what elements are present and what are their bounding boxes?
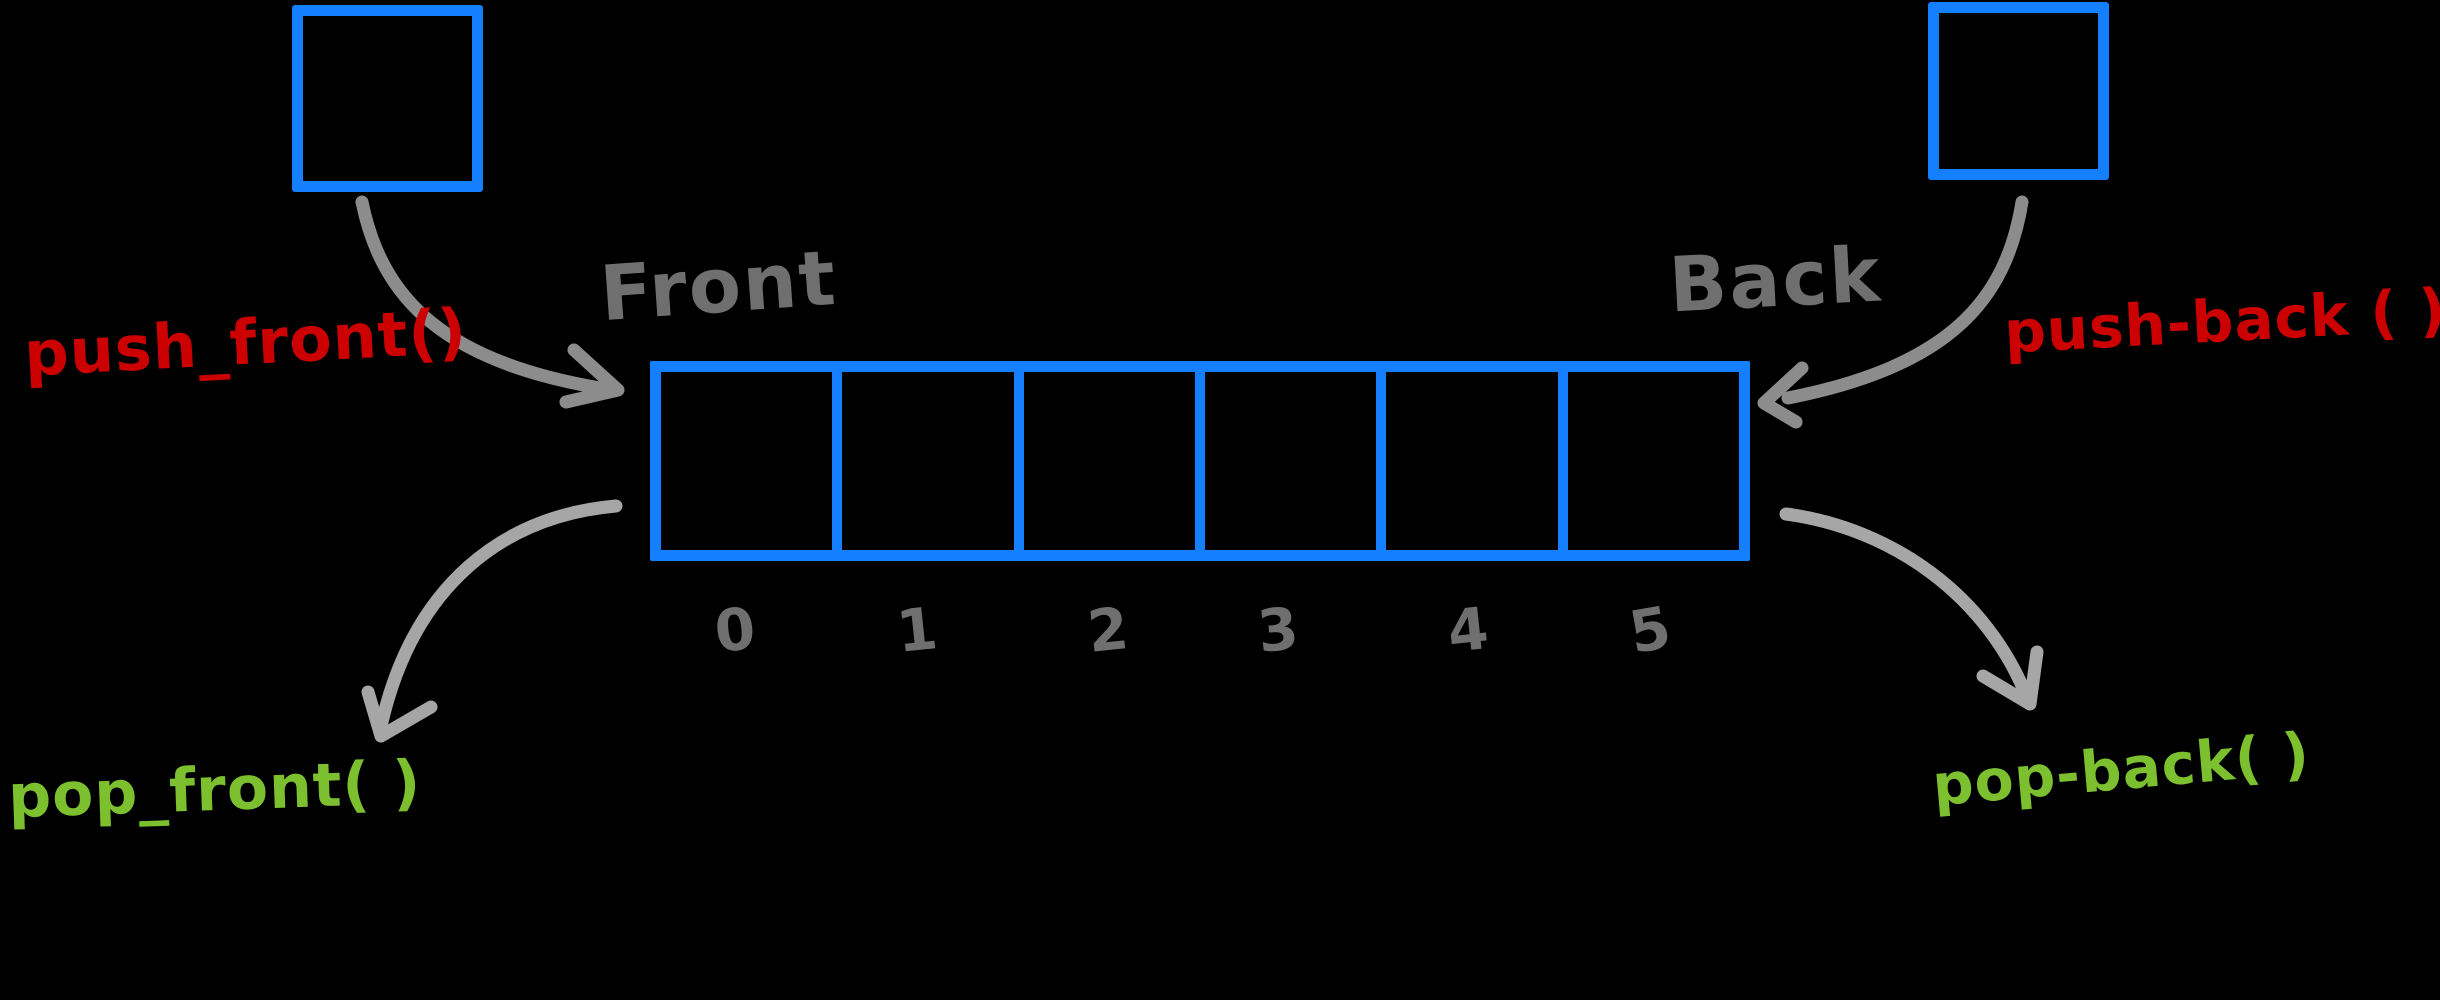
deque-cell	[1376, 372, 1557, 550]
index-label-2: 2	[1084, 594, 1132, 666]
index-label-3: 3	[1254, 594, 1302, 666]
incoming-element-box-right	[1928, 2, 2109, 180]
deque-cell	[1013, 372, 1195, 550]
deque-cell	[832, 372, 1013, 550]
deque-array	[650, 361, 1750, 561]
back-label: Back	[1666, 229, 1884, 330]
push-front-arrow-icon	[355, 195, 625, 409]
pop-back-arrow-icon	[1779, 507, 2044, 711]
incoming-element-box-left	[292, 5, 483, 192]
deque-cell	[661, 372, 832, 550]
deque-cell	[1557, 372, 1739, 550]
front-label: Front	[597, 232, 840, 339]
index-label-0: 0	[711, 594, 759, 666]
pop-front-operation-label: pop_front( )	[6, 747, 423, 833]
deque-cell	[1194, 372, 1376, 550]
index-label-1: 1	[893, 594, 941, 666]
index-label-4: 4	[1444, 594, 1492, 666]
push-back-arrow-icon	[1757, 195, 2029, 429]
pop-front-arrow-icon	[361, 499, 623, 743]
